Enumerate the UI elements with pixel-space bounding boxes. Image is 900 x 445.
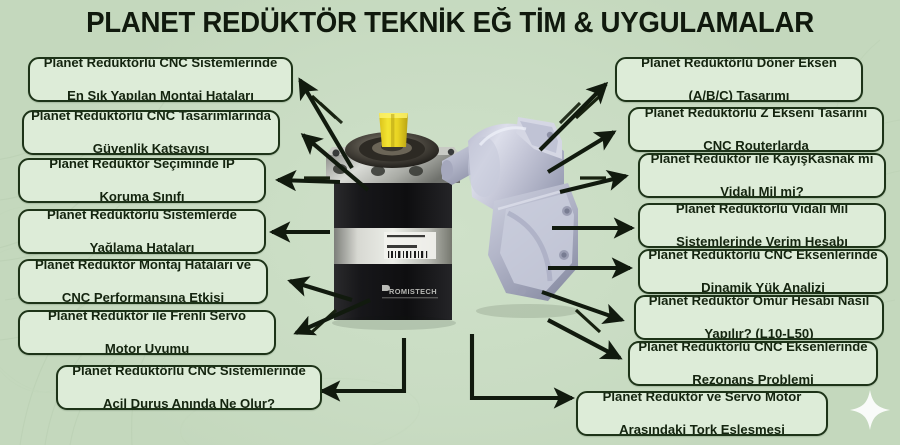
topic-box-left-4[interactable]: Planet Redüktörlü Sistemlerde Yağlama Ha… [18, 209, 266, 254]
svg-text:ROMISTECH: ROMISTECH [389, 287, 437, 296]
topic-box-right-3[interactable]: Planet Redüktör ile KayışKasnak mı Vidal… [638, 153, 886, 198]
radiating-dash-rays [304, 94, 606, 334]
topic-box-right-4[interactable]: Planet Redüktörlü Vidalı Mil Sistemlerin… [638, 203, 886, 248]
topic-line-2: Güvenlik Katsayısı [92, 140, 210, 155]
topic-box-left-6[interactable]: Planet Redüktör ile Frenli Servo Motor U… [18, 310, 276, 355]
topic-line-2: En Sık Yapılan Montaj Hataları [67, 87, 254, 102]
topic-box-left-2[interactable]: Planet Redüktörlü CNC Tasarımlarında Güv… [22, 110, 280, 155]
topic-line-1: Planet Redüktör Ömür Hesabı Nasıl [648, 295, 870, 308]
topic-line-1: Planet Redüktörlü CNC Sistemlerinde [72, 365, 306, 378]
topic-line-2: Sistemlerinde Verim Hesabı [676, 233, 848, 248]
topic-box-left-1[interactable]: Planet Redüktörlü CNC Sistemlerinde En S… [28, 57, 293, 102]
topic-line-2: CNC Performansına Etkisi [61, 289, 225, 304]
topic-box-left-3[interactable]: Planet Redüktör Seçiminde IP Koruma Sını… [18, 158, 266, 203]
topic-line-2: Vidalı Mil mi? [720, 183, 804, 198]
topic-line-1: Planet Redüktör ile Frenli Servo [48, 310, 246, 323]
topic-line-2: Yapılır? (L10-L50) [704, 325, 814, 340]
topic-line-1: Planet Redüktörlü Sistemlerde [47, 209, 237, 222]
topic-line-2: Acil Duruş Anında Ne Olur? [103, 395, 275, 410]
topic-line-2: Motor Uyumu [104, 340, 190, 355]
topic-box-left-7[interactable]: Planet Redüktörlü CNC Sistemlerinde Acil… [56, 365, 322, 410]
planetary-gearbox-graphic: ROMISTECH [318, 101, 582, 330]
topic-box-right-2[interactable]: Planet Redüktörlü Z Ekseni Tasarını CNC … [628, 107, 884, 152]
topic-line-1: Planet Redüktör Montaj Hataları ve [34, 259, 252, 272]
topic-line-2: Koruma Sınıfı [99, 188, 185, 203]
topic-line-1: Planet Redüktör Seçiminde IP [49, 158, 235, 171]
topic-line-1: Planet Redüktörlü CNC Eksenlerinde [638, 341, 868, 354]
topic-line-1: Planet Redüktörlü Döner Eksen [641, 57, 837, 70]
topic-box-right-6[interactable]: Planet Redüktör Ömür Hesabı Nasıl Yapılı… [634, 295, 884, 340]
topic-box-right-5[interactable]: Planet Redüktörlü CNC Eksenlerinde Dinam… [638, 249, 888, 294]
topic-box-right-7[interactable]: Planet Redüktörlü CNC Eksenlerinde Rezon… [628, 341, 878, 386]
topic-line-2: Yağlama Hataları [89, 239, 195, 254]
topic-box-left-5[interactable]: Planet Redüktör Montaj Hataları ve CNC P… [18, 259, 268, 304]
page-title: PLANET REDÜKTÖR TEKNİK EĞ TİM & UYGULAMA… [86, 7, 814, 39]
topic-line-1: Planet Redüktörlü CNC Eksenlerinde [648, 249, 878, 262]
topic-line-2: (A/B/C) Tasarımı [688, 87, 790, 102]
topic-line-1: Planet Redüktörlü Z Ekseni Tasarını [644, 107, 868, 120]
topic-line-1: Planet Redüktör ile KayışKasnak mı [650, 153, 874, 166]
topic-line-2: CNC Routerlarda [703, 137, 809, 152]
topic-line-1: Planet Redüktör ve Servo Motor [602, 391, 802, 404]
sparkle-icon [850, 390, 890, 430]
topic-line-2: Arasındaki Tork Eşleşmesi [619, 421, 785, 436]
topic-line-1: Planet Redüktörlü CNC Sistemlerinde [43, 57, 278, 70]
topic-line-1: Planet Redüktörlü CNC Tasarımlarında [31, 110, 271, 123]
topic-line-2: Rezonans Problemi [692, 371, 814, 386]
topic-box-right-1[interactable]: Planet Redüktörlü Döner Eksen (A/B/C) Ta… [615, 57, 863, 102]
topic-line-1: Planet Redüktörlü Vidalı Mil [675, 203, 849, 216]
topic-box-right-8[interactable]: Planet Redüktör ve Servo Motor Arasındak… [576, 391, 828, 436]
topic-line-2: Dinamik Yük Analizi [701, 279, 825, 294]
